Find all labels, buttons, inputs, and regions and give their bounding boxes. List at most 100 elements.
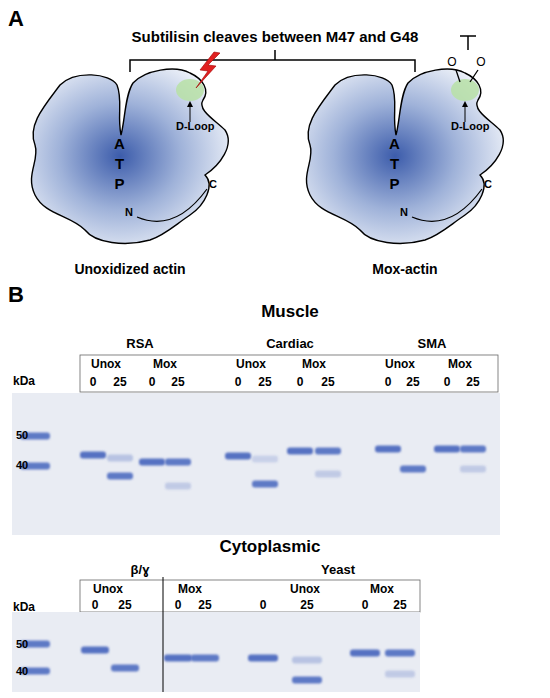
gel (12, 393, 500, 535)
condition-label: Unox (385, 357, 415, 371)
marker-size: 40 (16, 459, 28, 471)
gel-band (111, 665, 139, 672)
actin-outline (25, 65, 235, 255)
terminus-label: N (400, 206, 408, 218)
lane-header-box (80, 580, 420, 612)
heading: Subtilisin cleaves between M47 and G48 (132, 28, 419, 45)
condition-label: Mox (370, 582, 394, 596)
terminus-label: N (125, 206, 133, 218)
gel-band (385, 671, 415, 678)
gel-band (292, 657, 322, 664)
time-label: 0 (92, 598, 99, 612)
marker-size: 50 (16, 638, 28, 650)
actin-shape: ATP N C Mox-actin (300, 65, 510, 285)
time-label: 25 (406, 375, 419, 389)
actin-type: Cardiac (266, 336, 314, 351)
inhibition-bar (460, 36, 476, 50)
panel-letter: A (8, 6, 24, 32)
terminal-strand (412, 189, 482, 221)
actin-body (31, 69, 228, 243)
molecule-label: ATP (111, 135, 128, 195)
axis-unit: kDa (13, 374, 35, 388)
time-label: 0 (385, 375, 392, 389)
condition-label: Mox (448, 357, 472, 371)
time-label: 0 (362, 598, 369, 612)
group-heading: Muscle (261, 302, 319, 322)
time-label: 0 (235, 375, 242, 389)
actin-type: Yeast (321, 562, 355, 577)
shape-caption: Unoxidized actin (25, 261, 235, 277)
gel-band (460, 446, 486, 453)
gel-band (315, 448, 341, 455)
terminus-label: C (209, 178, 217, 190)
gel-band (225, 453, 251, 460)
condition-label: Unox (91, 357, 121, 371)
panel-letter: B (8, 282, 24, 308)
time-label: 25 (113, 375, 126, 389)
lane-header-box (80, 355, 498, 392)
marker-size: 50 (16, 429, 28, 441)
gel-band (165, 483, 191, 490)
gel (12, 612, 420, 692)
gel-band (139, 459, 165, 466)
time-label: 25 (198, 598, 211, 612)
condition-label: Mox (153, 357, 177, 371)
gel-band (81, 647, 109, 654)
actin-shape: ATP N C Unoxidized actin (25, 65, 235, 285)
gel-band (350, 650, 380, 657)
actin-outline (300, 65, 510, 255)
axis-unit: kDa (13, 600, 35, 614)
gel-band (107, 473, 133, 480)
condition-label: Mox (178, 582, 202, 596)
gel-band (434, 446, 460, 453)
condition-label: Unox (290, 582, 320, 596)
gel-band (460, 466, 486, 473)
time-label: 0 (90, 375, 97, 389)
time-label: 25 (258, 375, 271, 389)
time-label: 25 (118, 598, 131, 612)
time-label: 25 (321, 375, 334, 389)
group-heading: Cytoplasmic (219, 537, 320, 557)
gel-band (165, 459, 191, 466)
gel-band (292, 677, 322, 684)
actin-body (306, 69, 503, 243)
atom-label: O (447, 55, 456, 69)
time-label: 25 (466, 375, 479, 389)
marker-size: 40 (16, 665, 28, 677)
condition-label: Unox (93, 582, 123, 596)
gel-band (375, 446, 401, 453)
gel-band (107, 455, 133, 462)
region-label: D-Loop (451, 120, 489, 132)
terminus-label: C (484, 178, 492, 190)
gel-divider (163, 577, 164, 692)
time-label: 0 (175, 598, 182, 612)
time-label: 0 (260, 598, 267, 612)
molecule-label: ATP (386, 135, 403, 195)
actin-type: RSA (126, 336, 153, 351)
gel-band (252, 456, 278, 463)
shape-caption: Mox-actin (300, 261, 510, 277)
gel-band (385, 650, 415, 657)
actin-type: β/ɣ (131, 562, 150, 577)
gel-band (287, 448, 313, 455)
condition-label: Unox (236, 357, 266, 371)
region-label: D-Loop (176, 120, 214, 132)
actin-type: SMA (418, 336, 447, 351)
time-label: 25 (300, 598, 313, 612)
gel-band (400, 466, 426, 473)
time-label: 0 (297, 375, 304, 389)
gel-band (315, 471, 341, 478)
time-label: 25 (171, 375, 184, 389)
gel-band (248, 655, 278, 662)
time-label: 0 (444, 375, 451, 389)
condition-label: Mox (302, 357, 326, 371)
gel-band (191, 655, 219, 662)
terminal-strand (137, 189, 207, 221)
gel-band (80, 452, 106, 459)
time-label: 0 (149, 375, 156, 389)
gel-band (164, 655, 192, 662)
atom-label: O (476, 55, 485, 69)
gel-band (252, 481, 278, 488)
time-label: 25 (393, 598, 406, 612)
